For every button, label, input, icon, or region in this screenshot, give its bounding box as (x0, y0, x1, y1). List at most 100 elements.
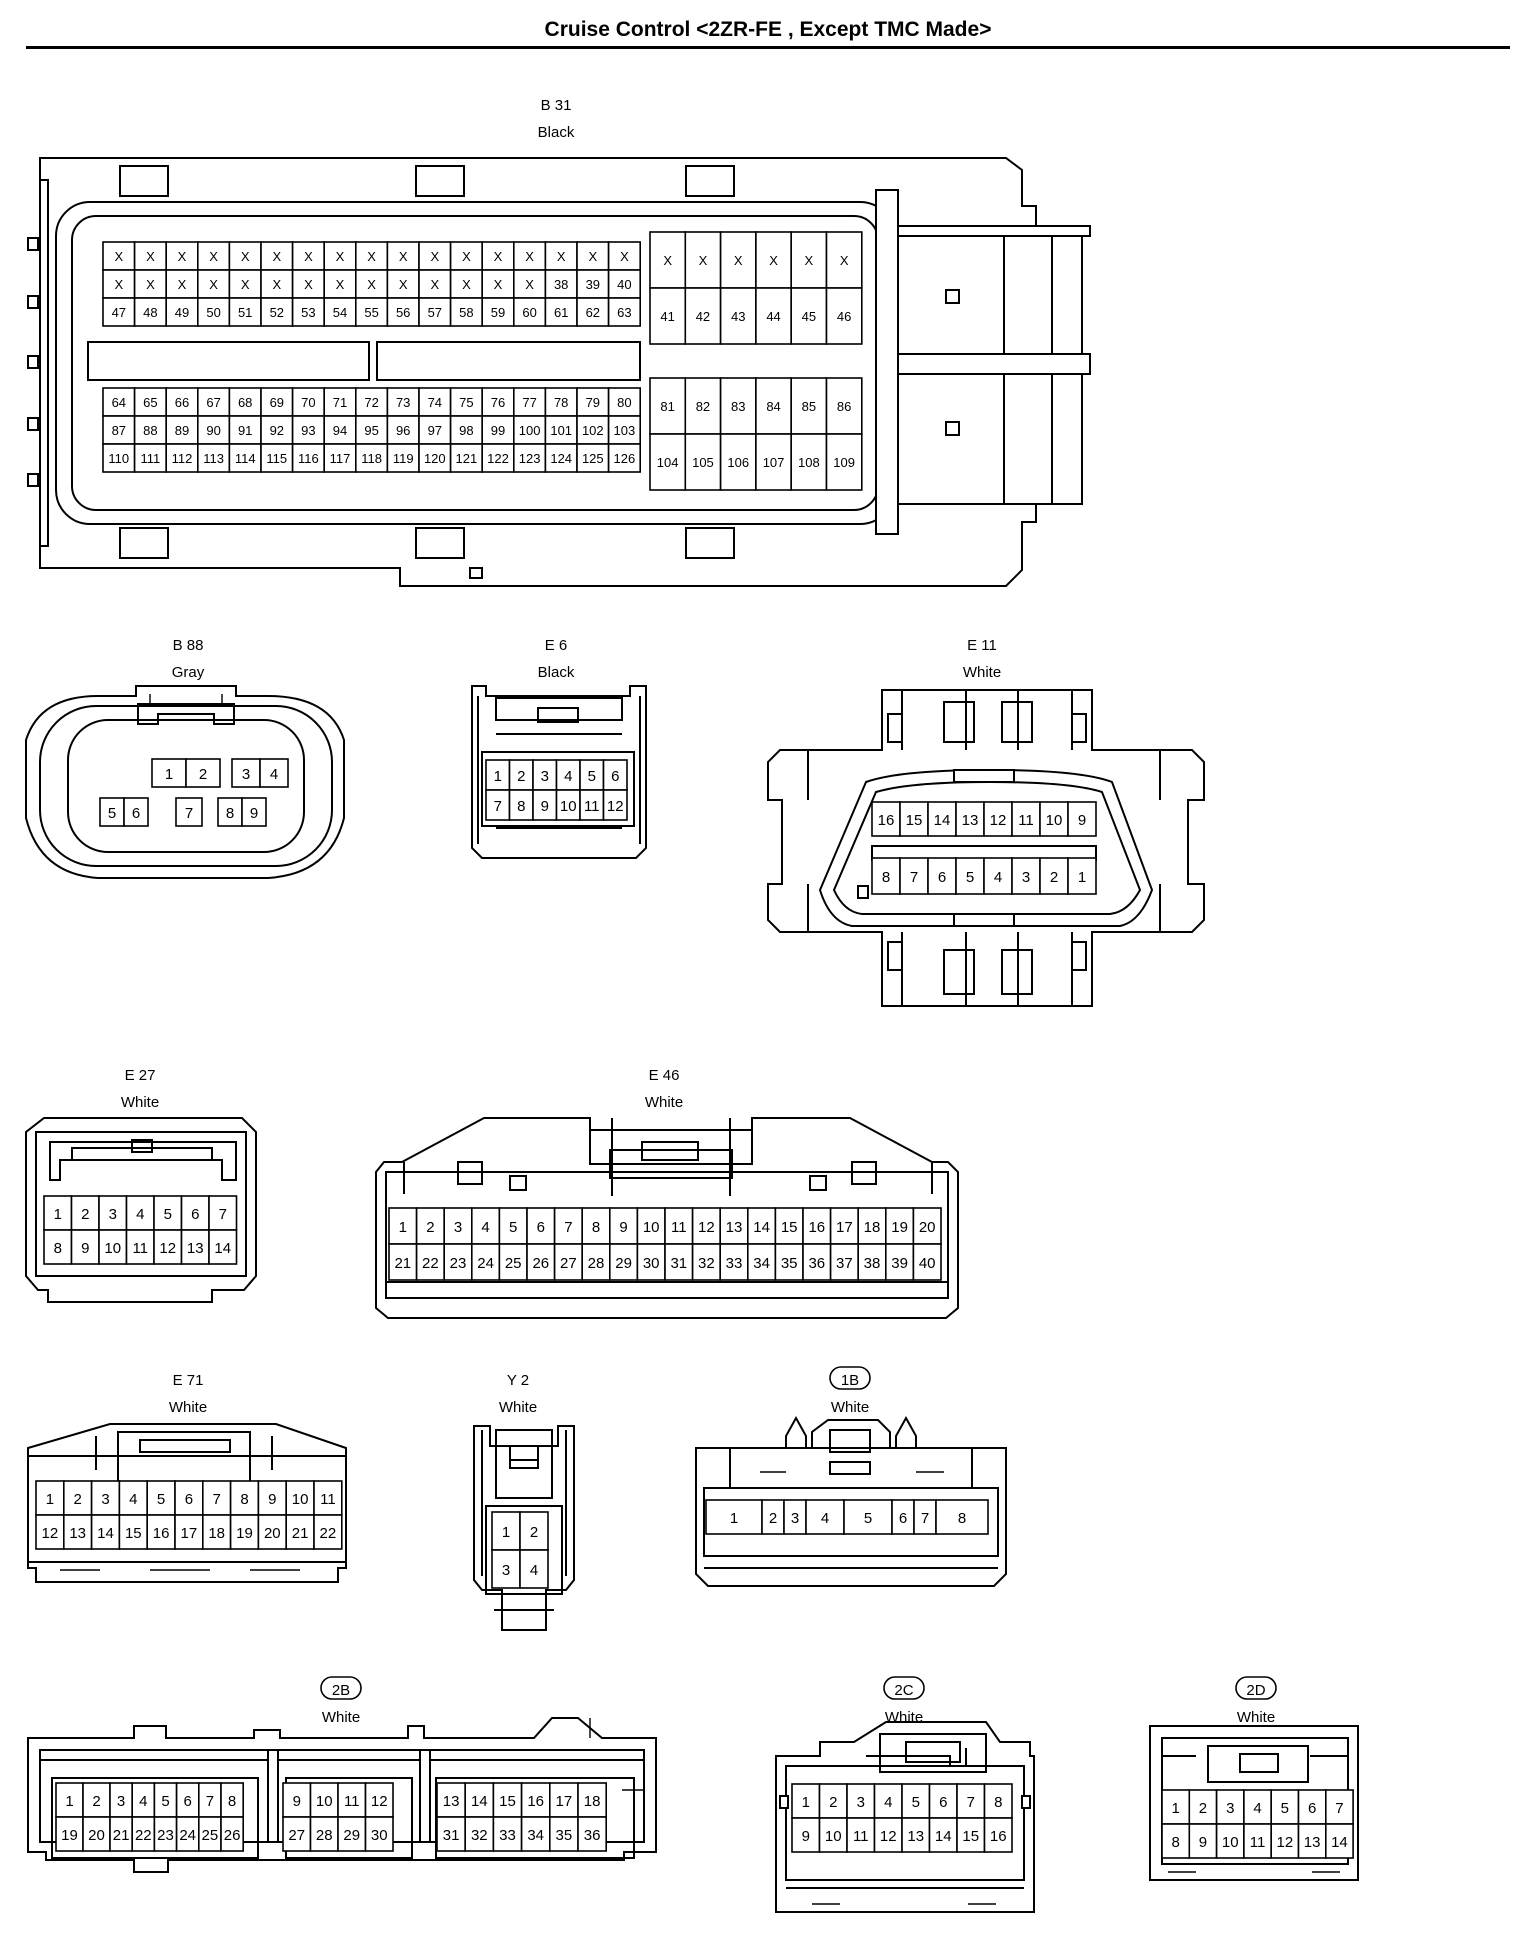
terminal-label: 4 (139, 1793, 147, 1810)
terminal-label: 7 (910, 869, 918, 886)
terminal-cell (70, 1195, 100, 1231)
connector-b31-housing (27, 157, 1091, 587)
terminal-label: 110 (108, 451, 129, 466)
terminal-label: 95 (364, 423, 378, 438)
terminal-cell (607, 241, 641, 271)
terminal-label: 1 (494, 768, 502, 785)
terminal-label: 98 (459, 423, 473, 438)
terminal-label: 39 (586, 277, 600, 292)
terminal-label: 3 (1226, 1800, 1234, 1817)
terminal-cell (174, 1480, 204, 1516)
terminal-label: 62 (586, 305, 600, 320)
terminal-label: X (557, 249, 566, 264)
terminal-label: X (178, 277, 187, 292)
terminal-cell (197, 387, 231, 417)
terminal-label: 13 (1304, 1834, 1321, 1851)
terminal-label: 2 (426, 1219, 434, 1236)
terminal-cell (608, 1243, 639, 1281)
terminal-label: 8 (228, 1793, 236, 1810)
terminal-cell (512, 415, 547, 445)
terminal-cell (35, 1514, 65, 1550)
terminal-label: 17 (556, 1793, 573, 1810)
terminal-label: X (114, 277, 123, 292)
terminal-label: 100 (519, 423, 541, 438)
terminal-label: X (525, 277, 534, 292)
terminal-label: 33 (726, 1255, 743, 1272)
terminal-label: 29 (343, 1827, 360, 1844)
terminal-label: 9 (268, 1491, 276, 1508)
connector-1b-housing (695, 1415, 1007, 1587)
terminal-label: 1 (1078, 869, 1086, 886)
terminal-label: X (494, 249, 503, 264)
terminal-cell (220, 1816, 245, 1852)
terminal-label: 104 (657, 455, 679, 470)
terminal-label: 30 (643, 1255, 660, 1272)
terminal-cell (257, 1514, 287, 1550)
terminal-label: 52 (270, 305, 284, 320)
terminal-label: 11 (853, 1828, 869, 1845)
terminal-cell (649, 287, 687, 345)
terminal-label: 86 (837, 399, 851, 414)
connector-code: E 6 (545, 637, 568, 654)
terminal-label: 7 (494, 798, 502, 815)
terminal-label: 46 (837, 309, 851, 324)
terminal-label: 42 (696, 309, 710, 324)
terminal-cell (755, 231, 793, 289)
terminal-label: 34 (753, 1255, 770, 1272)
terminal-label: 49 (175, 305, 189, 320)
terminal-cell (55, 1816, 84, 1852)
terminal-label: 40 (919, 1255, 936, 1272)
terminal-label: 57 (428, 305, 442, 320)
terminal-label: 9 (802, 1828, 810, 1845)
terminal-cell (165, 387, 199, 417)
terminal-label: 15 (906, 812, 923, 829)
terminal-label: 35 (556, 1827, 573, 1844)
terminal-label: 7 (921, 1510, 929, 1527)
terminal-cell (415, 1243, 446, 1281)
terminal-label: X (272, 277, 281, 292)
terminal-label: 6 (185, 1491, 193, 1508)
terminal-cell (512, 297, 547, 327)
connector-color: White (645, 1094, 683, 1111)
connector-color: White (169, 1399, 207, 1416)
terminal-label: 79 (586, 395, 600, 410)
terminal-label: 87 (112, 423, 126, 438)
terminal-label: 2 (517, 768, 525, 785)
terminal-label: 5 (509, 1219, 517, 1236)
terminal-cell (418, 269, 452, 299)
terminal-cell (901, 1783, 931, 1819)
terminal-label: 26 (532, 1255, 549, 1272)
terminal-label: X (336, 277, 345, 292)
terminal-cell (436, 1782, 467, 1818)
terminal-label: 16 (990, 1828, 1007, 1845)
terminal-cell (927, 857, 957, 895)
page-title: Cruise Control <2ZR-FE , Except TMC Made… (544, 18, 992, 41)
terminal-label: 2 (81, 1206, 89, 1223)
terminal-label: 96 (396, 423, 410, 438)
terminal-cell (313, 1480, 343, 1516)
terminal-label: 101 (550, 423, 572, 438)
terminal-cell (912, 1243, 942, 1281)
connector-code: E 46 (649, 1067, 680, 1084)
terminal-cell (498, 1243, 528, 1281)
terminal-label: 8 (882, 869, 890, 886)
terminal-cell (364, 1782, 394, 1818)
terminal-label: X (462, 249, 471, 264)
terminal-label: 9 (1078, 812, 1086, 829)
terminal-label: 68 (238, 395, 252, 410)
terminal-label: 34 (527, 1827, 544, 1844)
terminal-label: 9 (619, 1219, 627, 1236)
terminal-label: 28 (588, 1255, 605, 1272)
terminal-cell (285, 1514, 315, 1550)
terminal-label: 12 (607, 798, 624, 815)
terminal-cell (825, 231, 863, 289)
connector-code: E 71 (173, 1372, 204, 1389)
terminal-cell (492, 1816, 523, 1852)
terminal-label: 16 (153, 1525, 170, 1542)
terminal-label: 15 (781, 1219, 798, 1236)
terminal-label: 12 (42, 1525, 59, 1542)
